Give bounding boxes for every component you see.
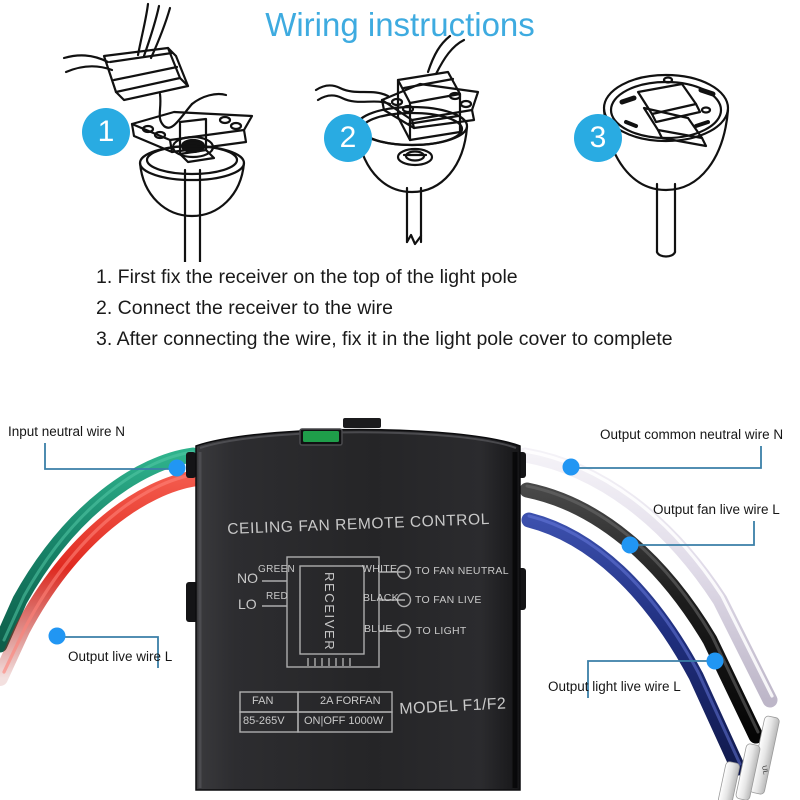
wire-blue-output-light-live [521, 512, 746, 776]
output-1-wire: BLACK [363, 592, 399, 604]
device-schematic [239, 556, 412, 733]
callout-input-neutral-label: Input neutral wire N [8, 424, 126, 439]
led-indicator [303, 431, 339, 442]
spec-cell-1-1: ON|OFF 1000W [304, 715, 384, 727]
wire-tip-blue [718, 761, 740, 800]
callout-dot-output-common [562, 458, 580, 476]
step-2-illustration [314, 34, 480, 246]
leader-input-neutral [44, 443, 174, 470]
output-0-wire: WHITE [362, 563, 398, 575]
callout-dot-output-live [48, 627, 66, 645]
wire-tip-black [735, 743, 761, 800]
step-badge-1: 1 [82, 108, 130, 156]
callout-output-live-label: Output live wire L [68, 649, 173, 664]
step-badge-3: 3 [574, 114, 622, 162]
device-top-nub [343, 418, 381, 428]
spec-cell-0-1: 2A FORFAN [320, 695, 381, 707]
receiver-box-label: RECEIVER [322, 572, 337, 652]
device-clip-left-top [186, 452, 196, 478]
leader-output-common [574, 446, 762, 469]
input-terminal-1-label: LO [238, 596, 257, 612]
callout-dot-output-fan [621, 536, 639, 554]
wire-tip-group: UL [718, 715, 780, 800]
output-0-destination: TO FAN NEUTRAL [415, 565, 509, 577]
device-body [195, 428, 521, 791]
step-1-illustration [62, 2, 254, 262]
output-1-destination: TO FAN LIVE [415, 594, 482, 606]
callout-output-fan-label: Output fan live wire L [653, 502, 780, 517]
device-clip-left-mid [186, 582, 198, 622]
spec-cell-1-0: 85-265V [243, 715, 285, 727]
output-2-wire: BLUE [364, 623, 393, 635]
callout-output-common-label: Output common neutral wire N [600, 427, 784, 442]
instruction-item-3: 3. After connecting the wire, fix it in … [96, 328, 673, 350]
input-terminal-1-wire: RED [266, 591, 289, 602]
wire-white-output-common-neutral [517, 447, 778, 708]
input-terminal-0-wire: GREEN [258, 564, 296, 575]
leader-output-light [587, 660, 712, 698]
step-badge-2: 2 [324, 114, 372, 162]
step-3-illustration [602, 73, 730, 258]
spec-cell-0-0: FAN [252, 695, 274, 707]
wire-tip-print: UL [760, 765, 769, 775]
instruction-item-1: 1. First fix the receiver on the top of … [96, 266, 518, 288]
output-2-destination: TO LIGHT [416, 625, 467, 637]
page-title: Wiring instructions [265, 6, 535, 43]
leader-output-fan [634, 521, 755, 546]
leader-output-live [60, 636, 159, 668]
instruction-item-2: 2. Connect the receiver to the wire [96, 297, 393, 319]
device-top-bevel [199, 431, 517, 449]
callout-dot-output-light [706, 652, 724, 670]
instructions-list: 1. First fix the receiver on the top of … [96, 262, 736, 355]
callout-output-light-label: Output light live wire L [548, 679, 681, 694]
callout-dot-input-neutral [168, 459, 186, 477]
input-terminal-0-label: NO [237, 570, 258, 586]
